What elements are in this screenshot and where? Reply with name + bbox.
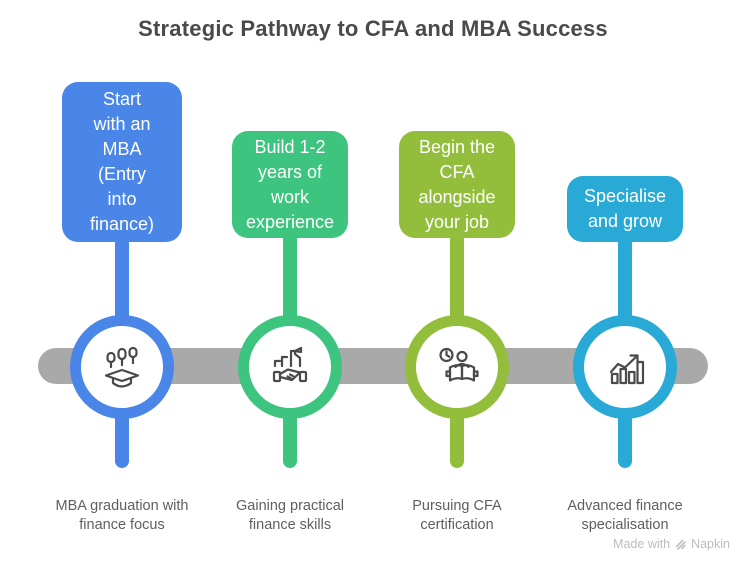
napkin-logo-icon	[675, 539, 686, 550]
step-2-node	[238, 315, 342, 419]
step-3-node	[405, 315, 509, 419]
step-1-label-box: Start with an MBA (Entry into finance)	[62, 82, 182, 242]
step-4-label-box: Specialise and grow	[567, 176, 683, 242]
step-2-caption: Gaining practical finance skills	[236, 498, 344, 534]
step-4-caption: Advanced finance specialisation	[567, 498, 683, 534]
step-4-node	[573, 315, 677, 419]
watermark-prefix: Made with	[613, 537, 671, 551]
graduation-cap-chart-icon	[104, 346, 140, 388]
person-reading-clock-icon	[439, 347, 479, 382]
step-1-node	[70, 315, 174, 419]
step-2-label-box: Build 1-2 years of work experience	[232, 131, 348, 238]
watermark-brand: Napkin	[691, 537, 730, 551]
step-3-label-box: Begin the CFA alongside your job	[399, 131, 515, 238]
page-title: Strategic Pathway to CFA and MBA Success	[138, 16, 608, 41]
bar-chart-growth-icon	[609, 354, 645, 385]
handshake-buildings-icon	[272, 346, 308, 383]
step-1-caption: MBA graduation with finance focus	[55, 498, 189, 534]
step-3-caption: Pursuing CFA certification	[412, 498, 502, 534]
watermark: Made with Napkin	[613, 537, 730, 551]
